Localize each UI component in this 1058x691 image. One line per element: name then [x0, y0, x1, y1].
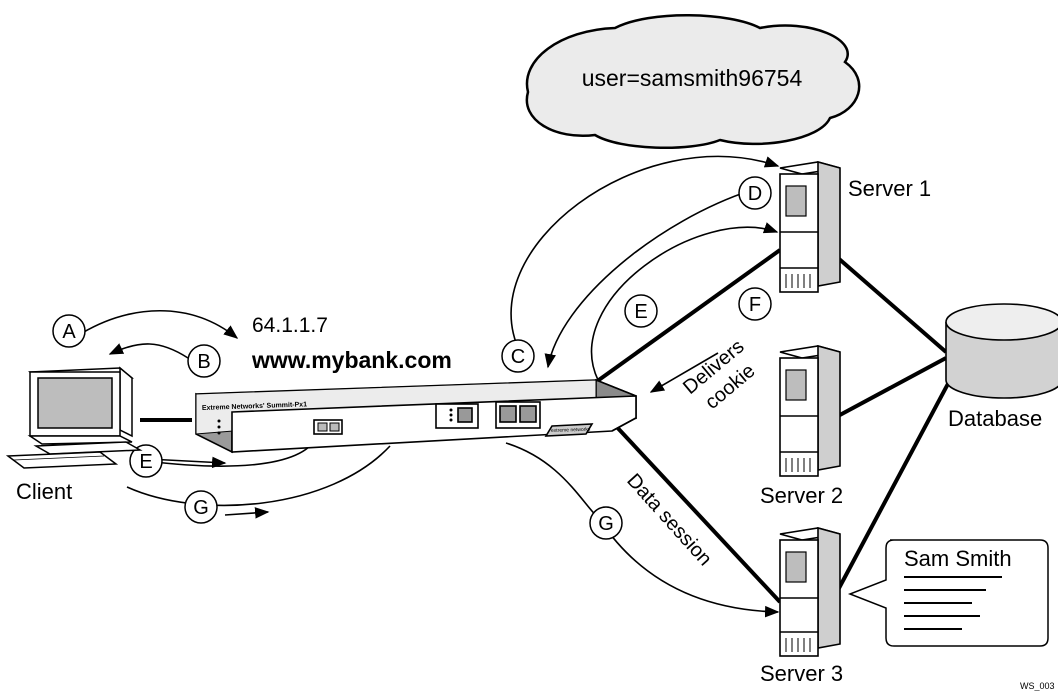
client-label: Client [16, 479, 72, 504]
svg-text:B: B [197, 351, 210, 373]
switch-model-label: Extreme Networks' Summit-Px1 [202, 401, 307, 412]
svg-text:G: G [598, 513, 614, 535]
figure-id: WS_003 [1020, 681, 1055, 691]
switch-hostname: www.mybank.com [251, 347, 452, 373]
database-icon [945, 303, 1058, 399]
client-computer-icon [5, 366, 143, 469]
step-d: D [738, 176, 772, 210]
step-a: A [52, 314, 86, 348]
step-f: F [738, 287, 772, 321]
flow-arrows [81, 155, 780, 618]
server-2-label: Server 2 [760, 483, 843, 508]
network-links [140, 248, 952, 604]
server-2-icon [779, 344, 841, 477]
speech-bubble-name: Sam Smith [904, 546, 1012, 571]
svg-text:F: F [749, 294, 761, 316]
speech-bubble: Sam Smith [847, 539, 1049, 647]
step-e-upper: E [624, 294, 658, 328]
switch-appliance [195, 378, 637, 454]
server-1-icon [779, 160, 841, 293]
cookie-cloud: user=samsmith96754 [525, 14, 861, 150]
server-3-label: Server 3 [760, 661, 843, 686]
server-1-label: Server 1 [848, 176, 931, 201]
step-b: B [187, 344, 221, 378]
svg-text:G: G [193, 497, 209, 519]
switch-ip: 64.1.1.7 [252, 314, 328, 337]
switch-brand-logo: extreme networks [551, 427, 591, 434]
cookie-cloud-text: user=samsmith96754 [582, 65, 803, 91]
svg-text:A: A [62, 321, 76, 343]
step-c: C [501, 339, 535, 373]
svg-text:C: C [511, 346, 525, 368]
step-e-lower: E [129, 444, 163, 478]
server-3-icon [779, 526, 841, 657]
step-markers: A B C D E F E G G [52, 176, 772, 540]
database-label: Database [948, 406, 1042, 431]
svg-text:E: E [634, 301, 647, 323]
step-g-upper: G [589, 506, 623, 540]
svg-text:D: D [748, 183, 762, 205]
svg-text:E: E [139, 451, 152, 473]
step-g-lower: G [184, 490, 218, 524]
